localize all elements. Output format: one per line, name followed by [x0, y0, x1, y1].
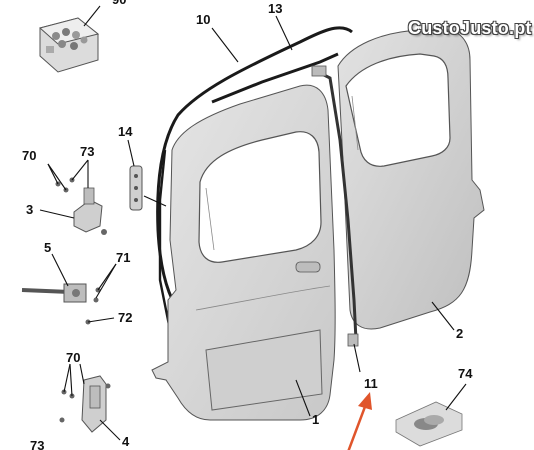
- callout-90: 90: [112, 0, 126, 7]
- callout-71: 71: [116, 250, 130, 265]
- fastener-kit-box-90: [38, 17, 100, 73]
- callout-3: 3: [26, 202, 33, 217]
- callout-72: 72: [118, 310, 132, 325]
- lower-hinge-4: [59, 375, 111, 433]
- callout-11: 11: [364, 376, 378, 391]
- callout-70-lower: 70: [66, 350, 80, 365]
- callout-70-upper: 70: [22, 148, 36, 163]
- door-check-strap-5: [21, 283, 101, 325]
- callout-4: 4: [122, 434, 130, 449]
- callout-73-upper: 73: [80, 144, 94, 159]
- upper-trim-strip-13: [211, 52, 339, 104]
- callout-73-lower: 73: [30, 438, 44, 450]
- red-pointer-arrow: [347, 392, 372, 450]
- callout-leaders: [39, 5, 467, 441]
- callout-5: 5: [44, 240, 51, 255]
- vertical-bracket-14: [129, 165, 143, 211]
- central-door-seal-11: [311, 65, 359, 347]
- callout-10: 10: [196, 12, 210, 27]
- callout-74: 74: [458, 366, 473, 381]
- right-rear-door-2: [337, 29, 485, 330]
- site-watermark: CustoJusto.pt: [408, 18, 532, 38]
- accessory-kit-74: [395, 401, 463, 447]
- left-rear-door-1: [151, 84, 336, 421]
- callout-13: 13: [268, 1, 282, 16]
- callout-2: 2: [456, 326, 463, 341]
- callout-1: 1: [312, 412, 319, 427]
- callout-14: 14: [118, 124, 133, 139]
